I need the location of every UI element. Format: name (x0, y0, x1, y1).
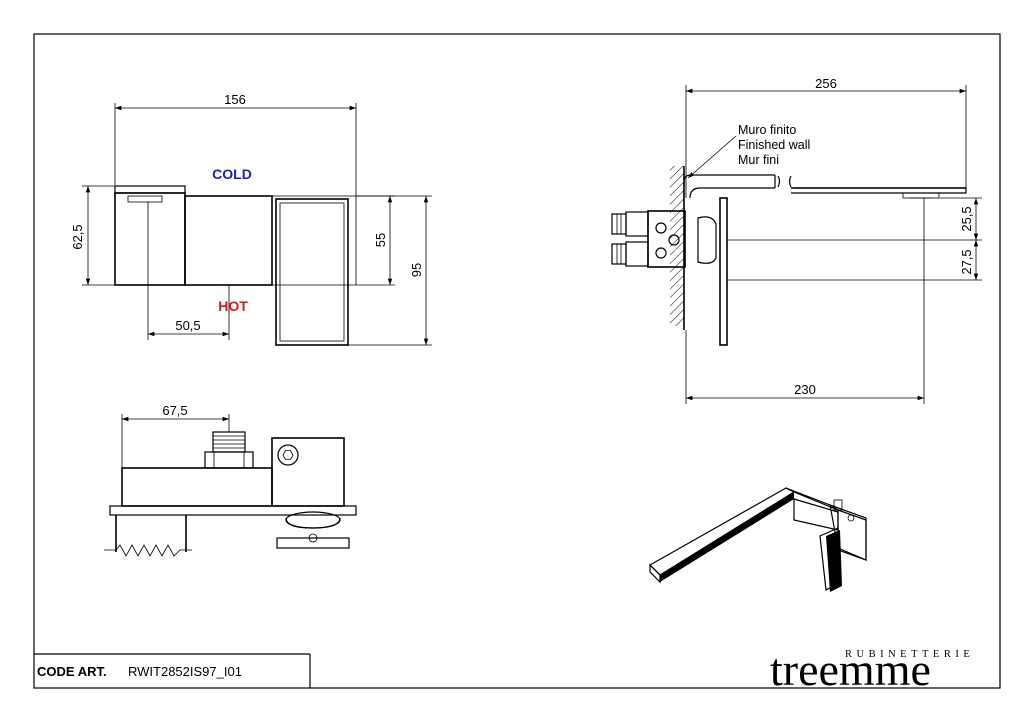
front-view: 156 62,5 55 95 50,5 (70, 92, 432, 346)
cold-label: COLD (212, 166, 252, 182)
side-view: 256 Muro finito Finished wall Mur fini (611, 76, 982, 404)
dim-side-projection: 230 (794, 382, 816, 397)
hot-label: HOT (218, 298, 248, 314)
wall-note-en: Finished wall (738, 138, 810, 152)
brand-tagline: RUBINETTERIE (845, 649, 974, 660)
perspective-view (649, 487, 867, 592)
dim-front-height-left: 62,5 (70, 224, 85, 249)
dim-front-height-total: 95 (409, 263, 424, 277)
wall-note-it: Muro finito (738, 123, 796, 137)
dim-side-length: 256 (815, 76, 837, 91)
top-view: 67,5 (104, 403, 357, 557)
title-block: CODE ART. RWIT2852IS97_I01 (34, 653, 311, 688)
wall-note-fr: Mur fini (738, 153, 779, 167)
code-art-label: CODE ART. (37, 664, 107, 679)
treemme-logo: RUBINETTERIE treemme (770, 644, 974, 695)
sheet-border (33, 33, 1001, 689)
brand-name: treemme (770, 644, 931, 695)
dim-side-upper: 25,5 (959, 206, 974, 231)
dim-side-lower: 27,5 (959, 249, 974, 274)
code-art-value: RWIT2852IS97_I01 (128, 664, 242, 679)
dim-top-width: 67,5 (162, 403, 187, 418)
dim-front-offset: 50,5 (175, 318, 200, 333)
dim-front-height-inner: 55 (373, 233, 388, 247)
dim-front-width: 156 (224, 92, 246, 107)
